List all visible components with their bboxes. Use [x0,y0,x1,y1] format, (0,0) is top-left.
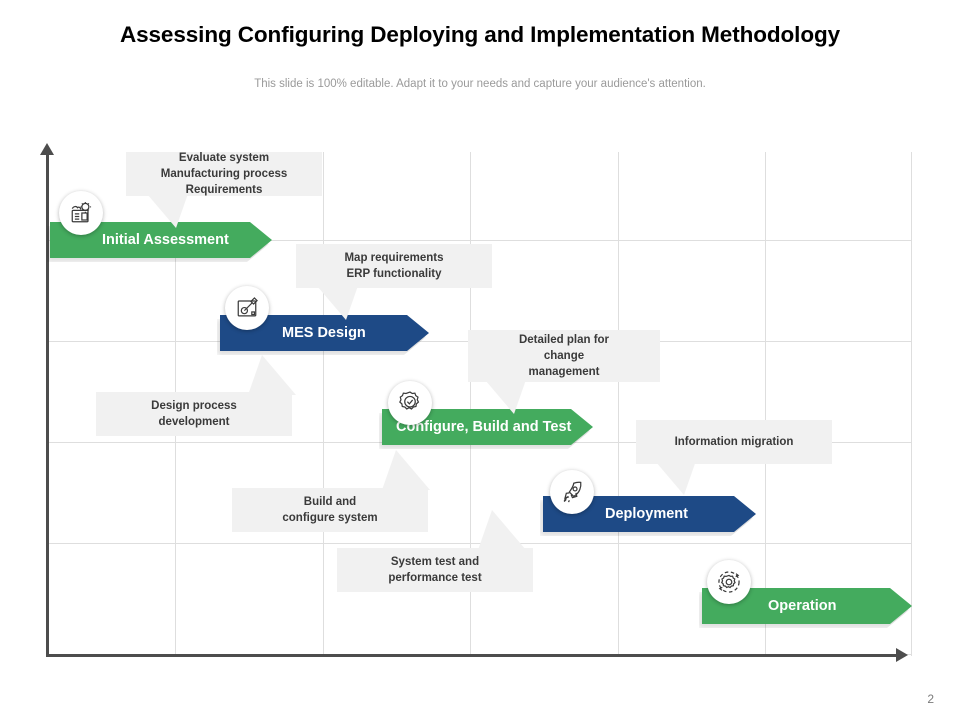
callout-tail [478,510,526,550]
callout-text: Map requirements ERP functionality [344,251,444,280]
callout-detailed-plan: Detailed plan for change management [468,330,660,382]
y-axis [46,152,49,656]
callout-system-test: System test and performance test [337,548,533,592]
callout-text: Evaluate system Manufacturing process Re… [160,151,288,197]
page-number: 2 [927,692,934,706]
design-pencil-icon [225,286,269,330]
callout-text: Build and configure system [282,495,378,524]
gear-refresh-icon [707,560,751,604]
gridline-vertical [618,152,619,656]
gridline-vertical [323,152,324,656]
callout-map-requirements: Map requirements ERP functionality [296,244,492,288]
stage-configure-build-test[interactable]: Configure, Build and Test [382,409,593,445]
gridline-vertical [470,152,471,656]
callout-information-migration: Information migration [636,420,832,464]
callout-text: Design process development [151,399,237,428]
page-subtitle: This slide is 100% editable. Adapt it to… [254,78,706,90]
clipboard-gear-icon [59,191,103,235]
stage-label: Configure, Build and Test [396,419,572,435]
stage-label: MES Design [282,325,366,341]
callout-build-configure: Build and configure system [232,488,428,532]
callout-tail [248,355,296,395]
gridline-vertical [911,152,912,656]
gridline-vertical [765,152,766,656]
stage-label: Initial Assessment [102,232,229,248]
stage-label: Operation [768,598,837,614]
callout-text: Detailed plan for change management [518,333,610,379]
callout-text: System test and performance test [388,555,482,584]
y-axis-arrowhead-icon [40,143,54,155]
stage-label: Deployment [605,506,688,522]
x-axis-arrowhead-icon [896,648,908,662]
gear-check-icon [388,381,432,425]
callout-text: Information migration [674,435,794,448]
gridline-horizontal [46,240,912,241]
page-title: Assessing Configuring Deploying and Impl… [119,22,841,47]
x-axis [46,654,902,657]
stage-mes-design[interactable]: MES Design [220,315,429,351]
callout-tail [382,450,430,490]
rocket-icon [550,470,594,514]
callout-evaluate-system: Evaluate system Manufacturing process Re… [126,152,322,196]
callout-design-process: Design process development [96,392,292,436]
